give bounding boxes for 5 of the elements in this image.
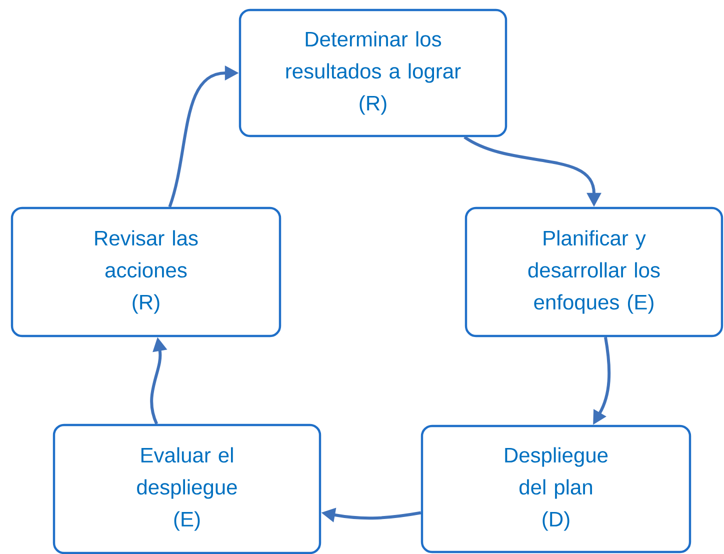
process-box: Evaluar el despliegue (E) [52, 424, 322, 554]
process-box: Revisar las acciones (R) [10, 206, 282, 338]
process-box: Determinar los resultados a lograr (R) [238, 8, 508, 138]
process-box: Planificar y desarrollar los enfoques (E) [464, 206, 724, 338]
process-box: Despliegue del plan (D) [420, 424, 692, 554]
